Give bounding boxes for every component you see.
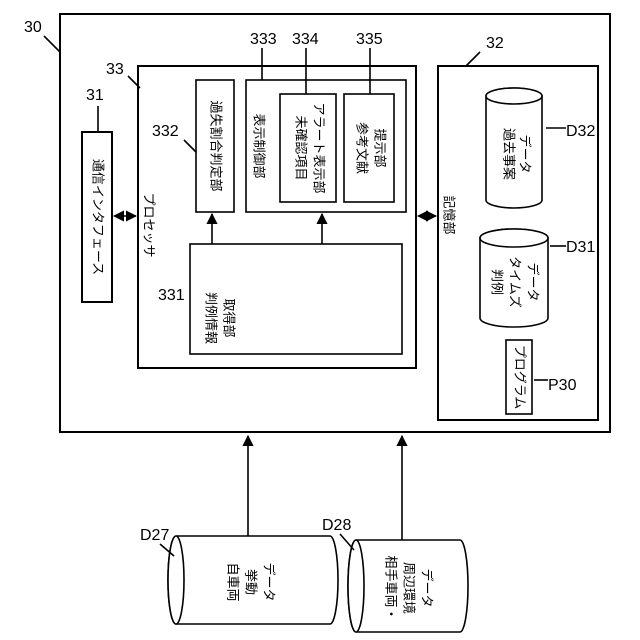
other-vehicle-line-2: 周辺環境 [401, 562, 416, 614]
case-timestamps-ref: D31 [566, 239, 595, 256]
own-vehicle-line-2: 挙動 [243, 569, 258, 595]
system-ref: 30 [24, 19, 42, 36]
own-vehicle-line-1: 自車両 [225, 562, 240, 601]
other-vehicle-ref: D28 [322, 517, 351, 534]
other-vehicle-line-3: データ [419, 568, 435, 607]
processor-label: プロセッサ [141, 192, 156, 257]
display-control-label: 表示制御部 [251, 113, 266, 178]
other-vehicle-line-1: 相手車両・ [383, 555, 398, 620]
processor-ref: 33 [106, 61, 124, 78]
case-timestamps-line-2: タイムズ [507, 256, 523, 308]
comm-interface-ref: 31 [86, 87, 104, 104]
reference-line-2: 提示部 [372, 128, 388, 167]
comm-interface-label: 通信インタフェース [90, 159, 105, 275]
fault-ratio-label: 過失割合判定部 [208, 100, 224, 191]
case-timestamps-line-3: データ [525, 262, 541, 301]
case-info-acq-line-1: 判例情報 [203, 292, 218, 344]
storage-ref: 32 [486, 35, 504, 52]
display-control-ref: 333 [250, 31, 277, 48]
own-vehicle-line-3: データ [261, 562, 277, 601]
own-vehicle-ref: D27 [140, 527, 169, 544]
alert-display-ref: 334 [292, 31, 319, 48]
system-leader [44, 36, 60, 52]
storage-label: 記憶部 [441, 195, 457, 234]
other-vehicle-leader [340, 534, 354, 550]
case-info-acq-line-2: 取得部 [221, 298, 237, 337]
past-cases-ref: D32 [566, 123, 595, 140]
alert-display-line-1: 未確認項目 [293, 115, 309, 180]
past-cases-line-1: 過去事案 [501, 128, 516, 180]
reference-ref: 335 [356, 31, 383, 48]
alert-display-line-2: アラート表示部 [311, 102, 326, 193]
program-label: プログラム [512, 345, 527, 410]
program-ref: P30 [548, 377, 577, 394]
reference-line-1: 参考文献 [354, 122, 370, 174]
past-cases-line-2: データ [517, 134, 533, 173]
fault-ratio-ref: 332 [152, 123, 179, 140]
case-info-acq-ref: 331 [158, 287, 185, 304]
case-timestamps-line-1: 判例 [489, 269, 504, 295]
